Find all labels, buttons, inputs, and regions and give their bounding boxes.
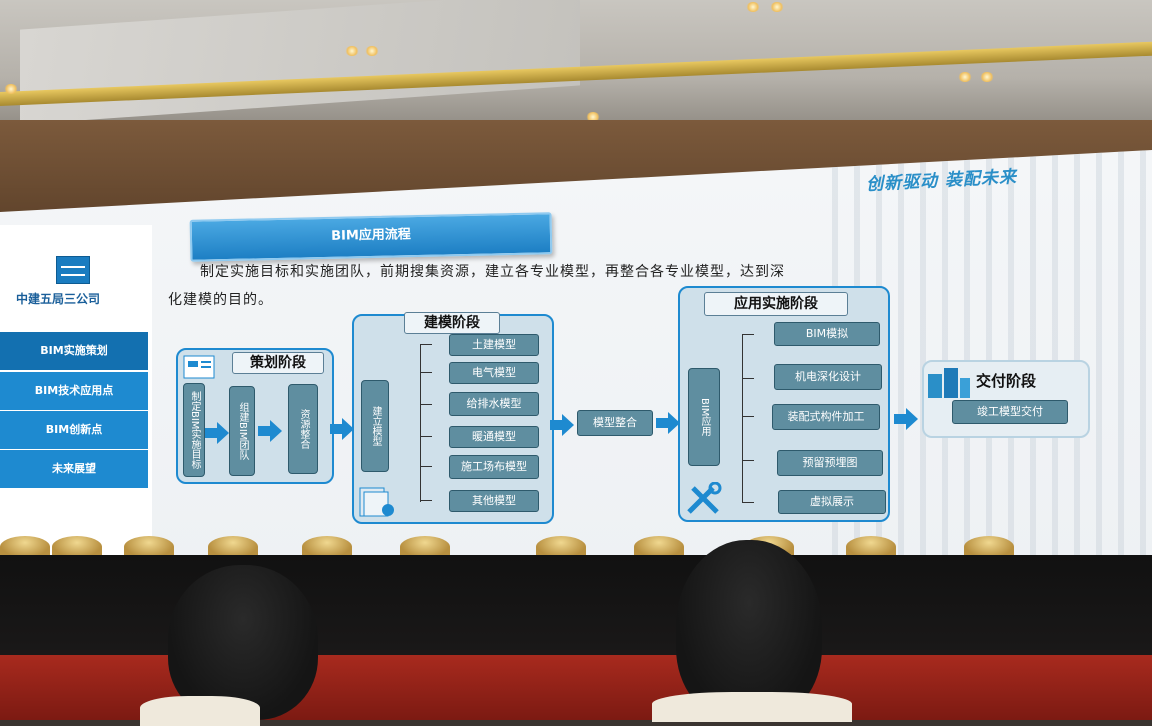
ceiling-light [958, 72, 972, 82]
arrow-right-icon [205, 422, 229, 444]
table-cup [536, 536, 586, 558]
application-title: 应用实施阶段 [704, 292, 848, 316]
ceiling-light [770, 2, 784, 12]
model-site-layout: 施工场布模型 [449, 455, 539, 479]
arrow-right-icon [258, 420, 282, 442]
model-civil: 土建模型 [449, 334, 539, 356]
table-cup [846, 536, 896, 558]
table-cup [124, 536, 174, 558]
bracket-tick [420, 404, 432, 405]
sidebar-item-bim-tech[interactable]: BIM技术应用点 [0, 372, 148, 410]
sidebar-item-bim-planning[interactable]: BIM实施策划 [0, 332, 148, 370]
sidebar-item-outlook[interactable]: 未来展望 [0, 450, 148, 488]
company-logo [56, 256, 90, 284]
bracket-tick [420, 436, 432, 437]
sidebar-item-bim-innovation[interactable]: BIM创新点 [0, 411, 148, 449]
bracket-tick [742, 502, 754, 503]
arrow-right-icon [330, 418, 354, 440]
bracket-tick [420, 344, 432, 345]
arrow-right-icon [656, 412, 680, 434]
arrow-right-icon [894, 408, 918, 430]
tools-icon [683, 481, 733, 520]
ceiling-light [586, 112, 600, 122]
table-cup [0, 536, 50, 558]
bracket-tick [420, 500, 432, 501]
app-bim-simulation: BIM模拟 [774, 322, 880, 346]
step-resource-integration: 资源整合 [288, 384, 318, 474]
ceiling-light [345, 46, 359, 56]
ceiling-light [980, 72, 994, 82]
bracket-tick [420, 372, 432, 373]
app-prefab-processing: 装配式构件加工 [772, 404, 880, 430]
app-embedded-drawings: 预留预埋图 [777, 450, 883, 476]
model-other: 其他模型 [449, 490, 539, 512]
table-cup [400, 536, 450, 558]
slide-title: BIM应用流程 [189, 212, 553, 262]
audience-head [676, 540, 822, 720]
model-hvac: 暖通模型 [449, 426, 539, 448]
buildings-icon [926, 366, 972, 404]
ceiling-light [4, 84, 18, 94]
step-bim-application: BIM应用 [688, 368, 720, 466]
table-cup [634, 536, 684, 558]
audience-head [168, 565, 318, 720]
planning-title: 策划阶段 [232, 352, 324, 374]
bracket-tick [742, 416, 754, 417]
bracket [420, 344, 421, 502]
document-icon [183, 355, 217, 383]
bracket-tick [420, 466, 432, 467]
app-mep-detailing: 机电深化设计 [774, 364, 882, 390]
bracket-tick [742, 378, 754, 379]
model-electrical: 电气模型 [449, 362, 539, 384]
body-line-2: 化建模的目的。 [168, 292, 273, 308]
app-virtual-display: 虚拟展示 [778, 490, 886, 514]
model-plumbing: 给排水模型 [449, 392, 539, 416]
delivery-completion-model: 竣工模型交付 [952, 400, 1068, 424]
step-model-integration: 模型整合 [577, 410, 653, 436]
bracket [742, 334, 743, 502]
step-set-goals: 制定BIM实施目标 [183, 383, 205, 477]
table-cup [302, 536, 352, 558]
body-line-1: 制定实施目标和实施团队，前期搜集资源，建立各专业模型，再整合各专业模型，达到深 [200, 264, 785, 280]
slide-body-text: 制定实施目标和实施团队，前期搜集资源，建立各专业模型，再整合各专业模型，达到深 … [168, 258, 1008, 314]
arrow-right-icon [550, 414, 574, 436]
delivery-title: 交付阶段 [976, 372, 1037, 390]
audience-shirt [652, 692, 852, 722]
step-build-model: 建立模型 [361, 380, 389, 472]
bracket-tick [742, 460, 754, 461]
audience-shirt [140, 696, 260, 726]
ceiling-light [746, 2, 760, 12]
table-cup [964, 536, 1014, 558]
modeling-title: 建模阶段 [404, 312, 500, 334]
bracket-tick [742, 334, 754, 335]
step-form-team: 组建BIM团队 [229, 386, 255, 476]
table-cup [208, 536, 258, 558]
table-cup [52, 536, 102, 558]
company-name: 中建五局三公司 [16, 292, 101, 306]
ceiling-light [365, 46, 379, 56]
document-icon [358, 486, 400, 522]
